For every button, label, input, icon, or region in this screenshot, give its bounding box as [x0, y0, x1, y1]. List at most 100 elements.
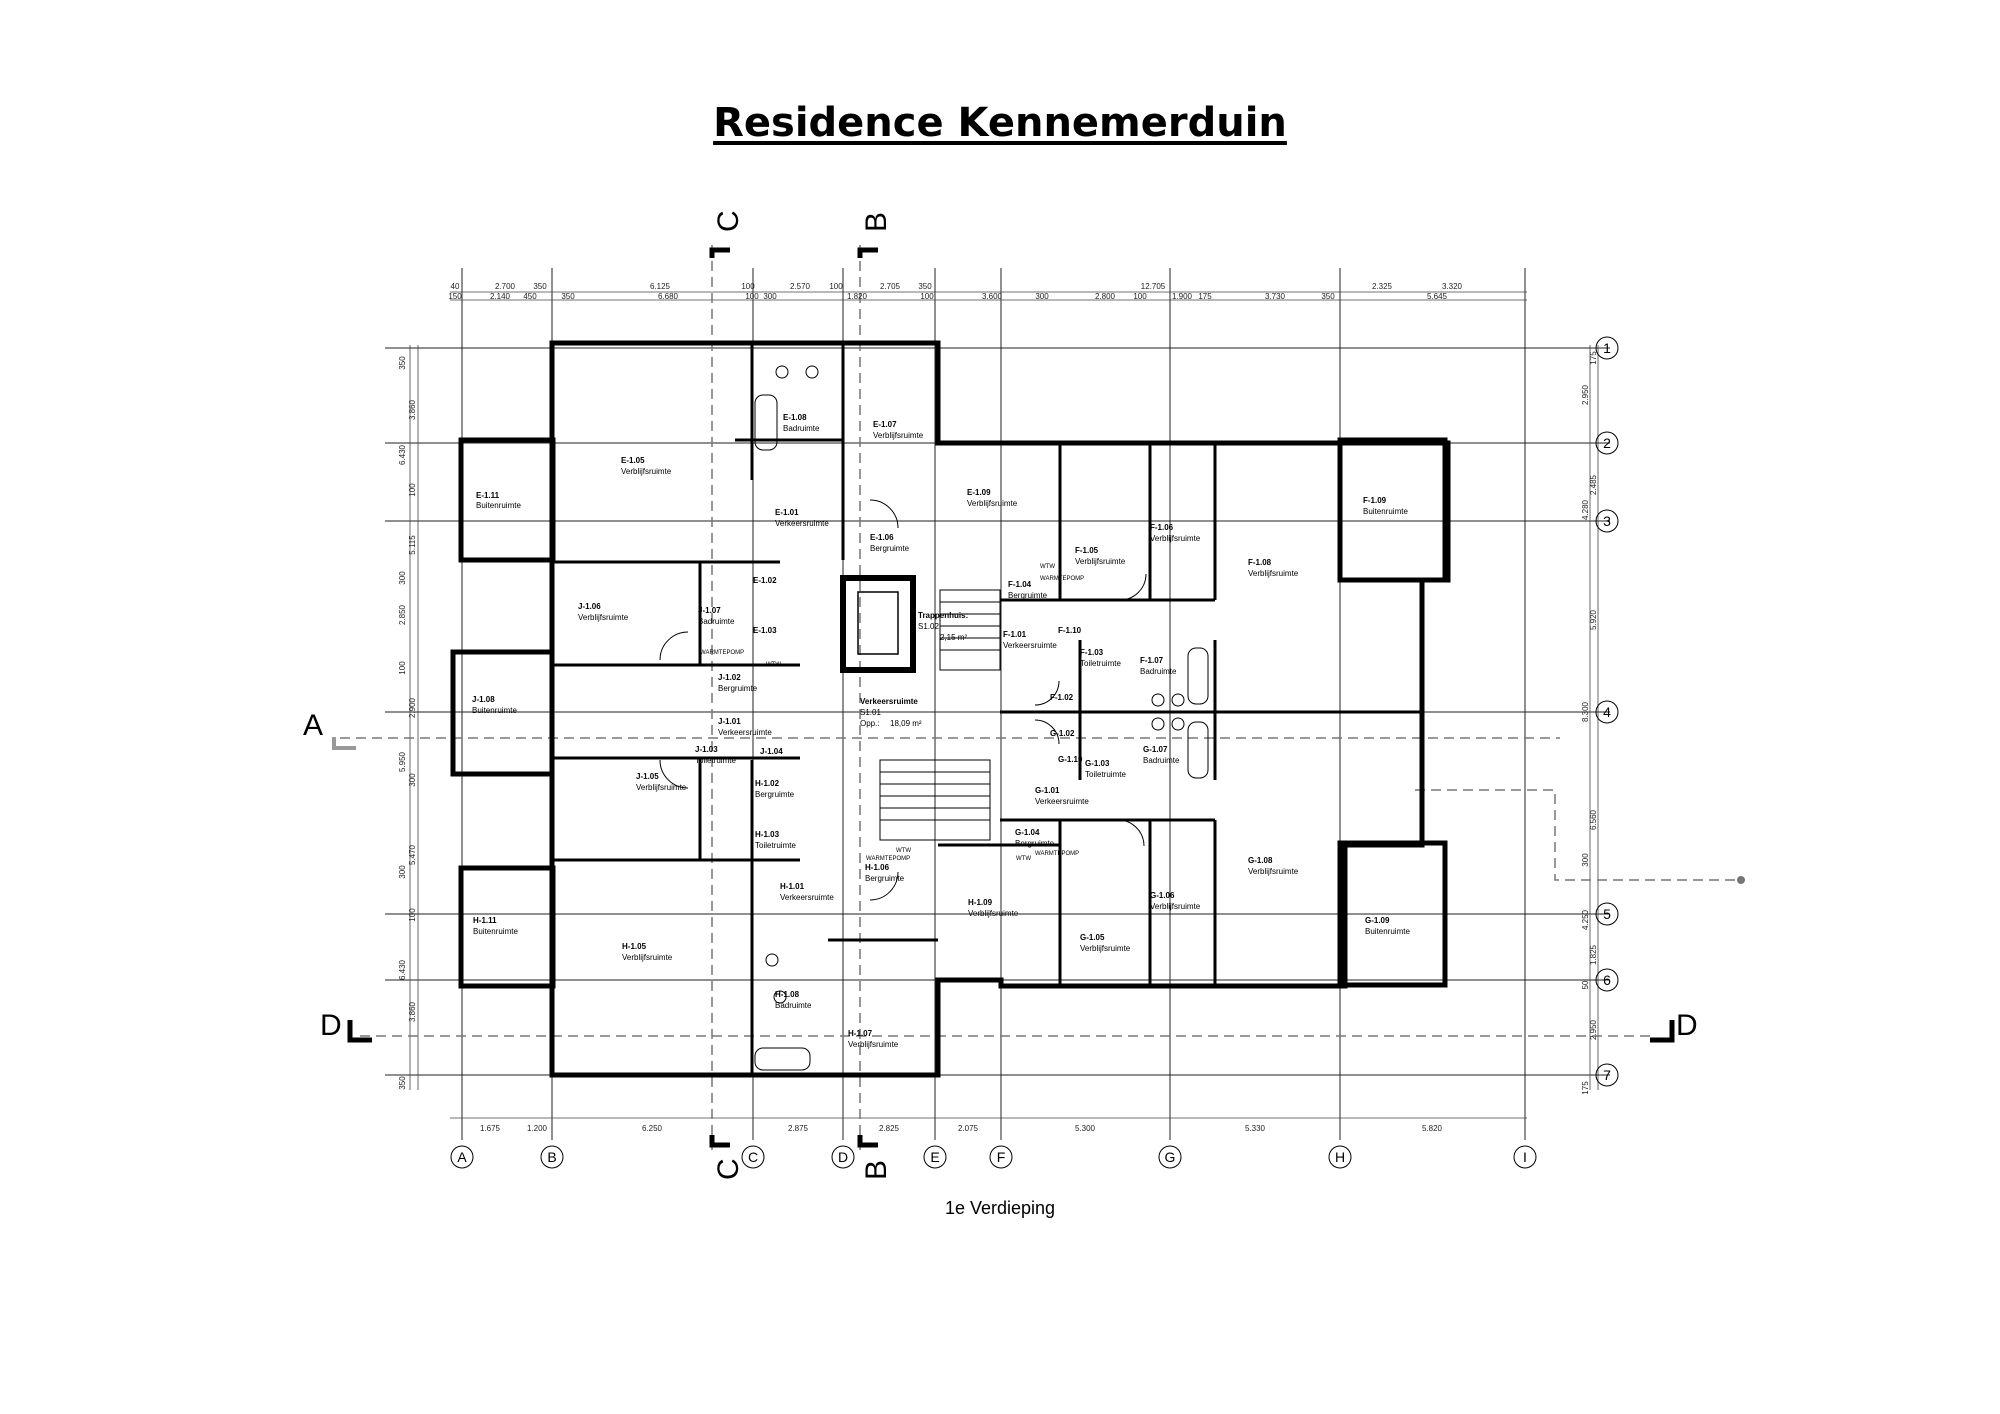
section-marker-d-right: D — [1676, 1009, 1698, 1042]
dimension-text: 150 — [448, 292, 462, 301]
room-code: G-1.05 — [1080, 933, 1105, 942]
small-label: G-1.02 — [1050, 729, 1075, 738]
dimension-text: 300 — [1581, 853, 1590, 867]
equipment-label: WARMTEPOMP — [1040, 576, 1084, 582]
dimension-text: 5.645 — [1427, 292, 1448, 301]
room-name: Badruimte — [783, 424, 820, 433]
equipment-labels: WARMTEPOMP WTW WARMTEPOMP WTW WARMTEPOMP… — [700, 564, 1084, 862]
room-name: Bergruimte — [755, 790, 795, 799]
small-labels: E-1.02 E-1.03 F-1.02 F-1.10 G-1.02 G-1.1… — [753, 576, 1083, 764]
dimension-text: 2.875 — [788, 1124, 809, 1133]
room-name: Verkeersruimte — [1035, 797, 1089, 806]
dimension-text: 2.485 — [1589, 474, 1598, 495]
room-code: J-1.05 — [636, 772, 659, 781]
dimension-text: 1.825 — [1589, 944, 1598, 965]
room-code: F-1.07 — [1140, 656, 1164, 665]
room-code: G-1.01 — [1035, 786, 1060, 795]
room-name: Verblijfsruimte — [622, 953, 673, 962]
small-label: E-1.02 — [753, 576, 777, 585]
dimension-text: 2.325 — [1372, 282, 1393, 291]
room-code: H-1.08 — [775, 990, 800, 999]
dimension-text: 50 — [1581, 980, 1590, 989]
dimension-text: 450 — [523, 292, 537, 301]
section-lines — [340, 245, 1745, 1150]
dimension-text: 2.075 — [958, 1124, 979, 1133]
equipment-label: WARMTEPOMP — [700, 650, 744, 656]
sanitary-fixtures — [754, 365, 1209, 1071]
room-name: Verblijfsruimte — [1248, 569, 1299, 578]
equipment-label: WARMTEPOMP — [866, 856, 910, 862]
door-swings — [659, 499, 1147, 901]
dimension-text: 5.300 — [1075, 1124, 1096, 1133]
dimension-text: 6.430 — [398, 444, 407, 465]
dimension-lines — [409, 291, 1599, 1119]
dimension-text: 6.560 — [1589, 809, 1598, 830]
dimension-text: 100 — [745, 292, 759, 301]
grid-label-row: 4 — [1603, 704, 1611, 720]
room-code: E-1.07 — [873, 420, 897, 429]
traffic-area-label: Opp.: — [860, 719, 880, 728]
exterior-walls — [450, 340, 1451, 1078]
grid-label-col: A — [457, 1149, 467, 1165]
dimension-text: 4.250 — [1581, 909, 1590, 930]
room-name: Toiletruimte — [1085, 770, 1126, 779]
room-code: J-1.07 — [698, 606, 721, 615]
section-marker-c-bottom: C — [712, 1158, 745, 1180]
room-code: G-1.08 — [1248, 856, 1273, 865]
room-name: Buitenruimte — [476, 501, 521, 510]
equipment-label: WTW — [1016, 856, 1031, 862]
dimension-text: 6.125 — [650, 282, 671, 291]
dimension-text: 2.570 — [790, 282, 811, 291]
stair-code: S1.02 — [918, 622, 939, 631]
dimension-text: 100 — [1133, 292, 1147, 301]
dimension-text: 2.705 — [880, 282, 901, 291]
dimension-text: 300 — [408, 773, 417, 787]
room-name: Toiletruimte — [695, 756, 736, 765]
dimension-text: 5.115 — [408, 535, 417, 555]
dimension-text: 12.705 — [1141, 282, 1166, 291]
dimension-text: 5.330 — [1245, 1124, 1266, 1133]
section-marker-b-top: B — [860, 212, 893, 232]
dimension-text: 2.900 — [408, 697, 417, 718]
dimension-text: 6.430 — [398, 959, 407, 980]
dimension-text: 350 — [398, 356, 407, 370]
dimension-text: 300 — [763, 292, 777, 301]
dimension-text: 2.950 — [1581, 384, 1590, 405]
traffic-label: Verkeersruimte — [860, 697, 918, 706]
dimension-text: 6.680 — [658, 292, 679, 301]
dimension-text: 350 — [533, 282, 547, 291]
dimension-text: 100 — [408, 483, 417, 497]
room-name: Verblijfsruimte — [1080, 944, 1131, 953]
room-name: Bergruimte — [1015, 839, 1055, 848]
traffic-code: S1.01 — [860, 708, 881, 717]
room-name: Verblijfsruimte — [578, 613, 629, 622]
page-title: Residence Kennemerduin — [713, 100, 1287, 146]
room-name: Verblijfsruimte — [1248, 867, 1299, 876]
room-code: E-1.11 — [476, 491, 500, 500]
room-name: Verkeersruimte — [780, 893, 834, 902]
grid-label-row: 3 — [1603, 513, 1611, 529]
dimension-text: 1.900 — [1172, 292, 1193, 301]
room-name: Badruimte — [1143, 756, 1180, 765]
dimension-text: 5.470 — [408, 844, 417, 865]
grid-label-col: I — [1523, 1149, 1527, 1165]
dimension-text: 350 — [918, 282, 932, 291]
dimension-text: 5.920 — [1589, 609, 1598, 630]
room-code: H-1.07 — [848, 1029, 873, 1038]
stair-core — [840, 575, 1001, 841]
dimension-text: 300 — [398, 571, 407, 585]
room-name: Verblijfsruimte — [1150, 534, 1201, 543]
room-code: E-1.08 — [783, 413, 807, 422]
small-label: F-1.02 — [1050, 693, 1074, 702]
room-name: Verblijfsruimte — [636, 783, 687, 792]
dimension-text: 2.825 — [879, 1124, 900, 1133]
floor-label: 1e Verdieping — [944, 1198, 1056, 1218]
dimension-text: 300 — [1035, 292, 1049, 301]
dimension-text: 2.140 — [490, 292, 511, 301]
room-code: H-1.05 — [622, 942, 647, 951]
room-name: Verblijfsruimte — [621, 467, 672, 476]
equipment-label: WTW — [896, 848, 911, 854]
dimension-text: 4.280 — [1581, 499, 1590, 520]
room-name: Verblijfsruimte — [848, 1040, 899, 1049]
